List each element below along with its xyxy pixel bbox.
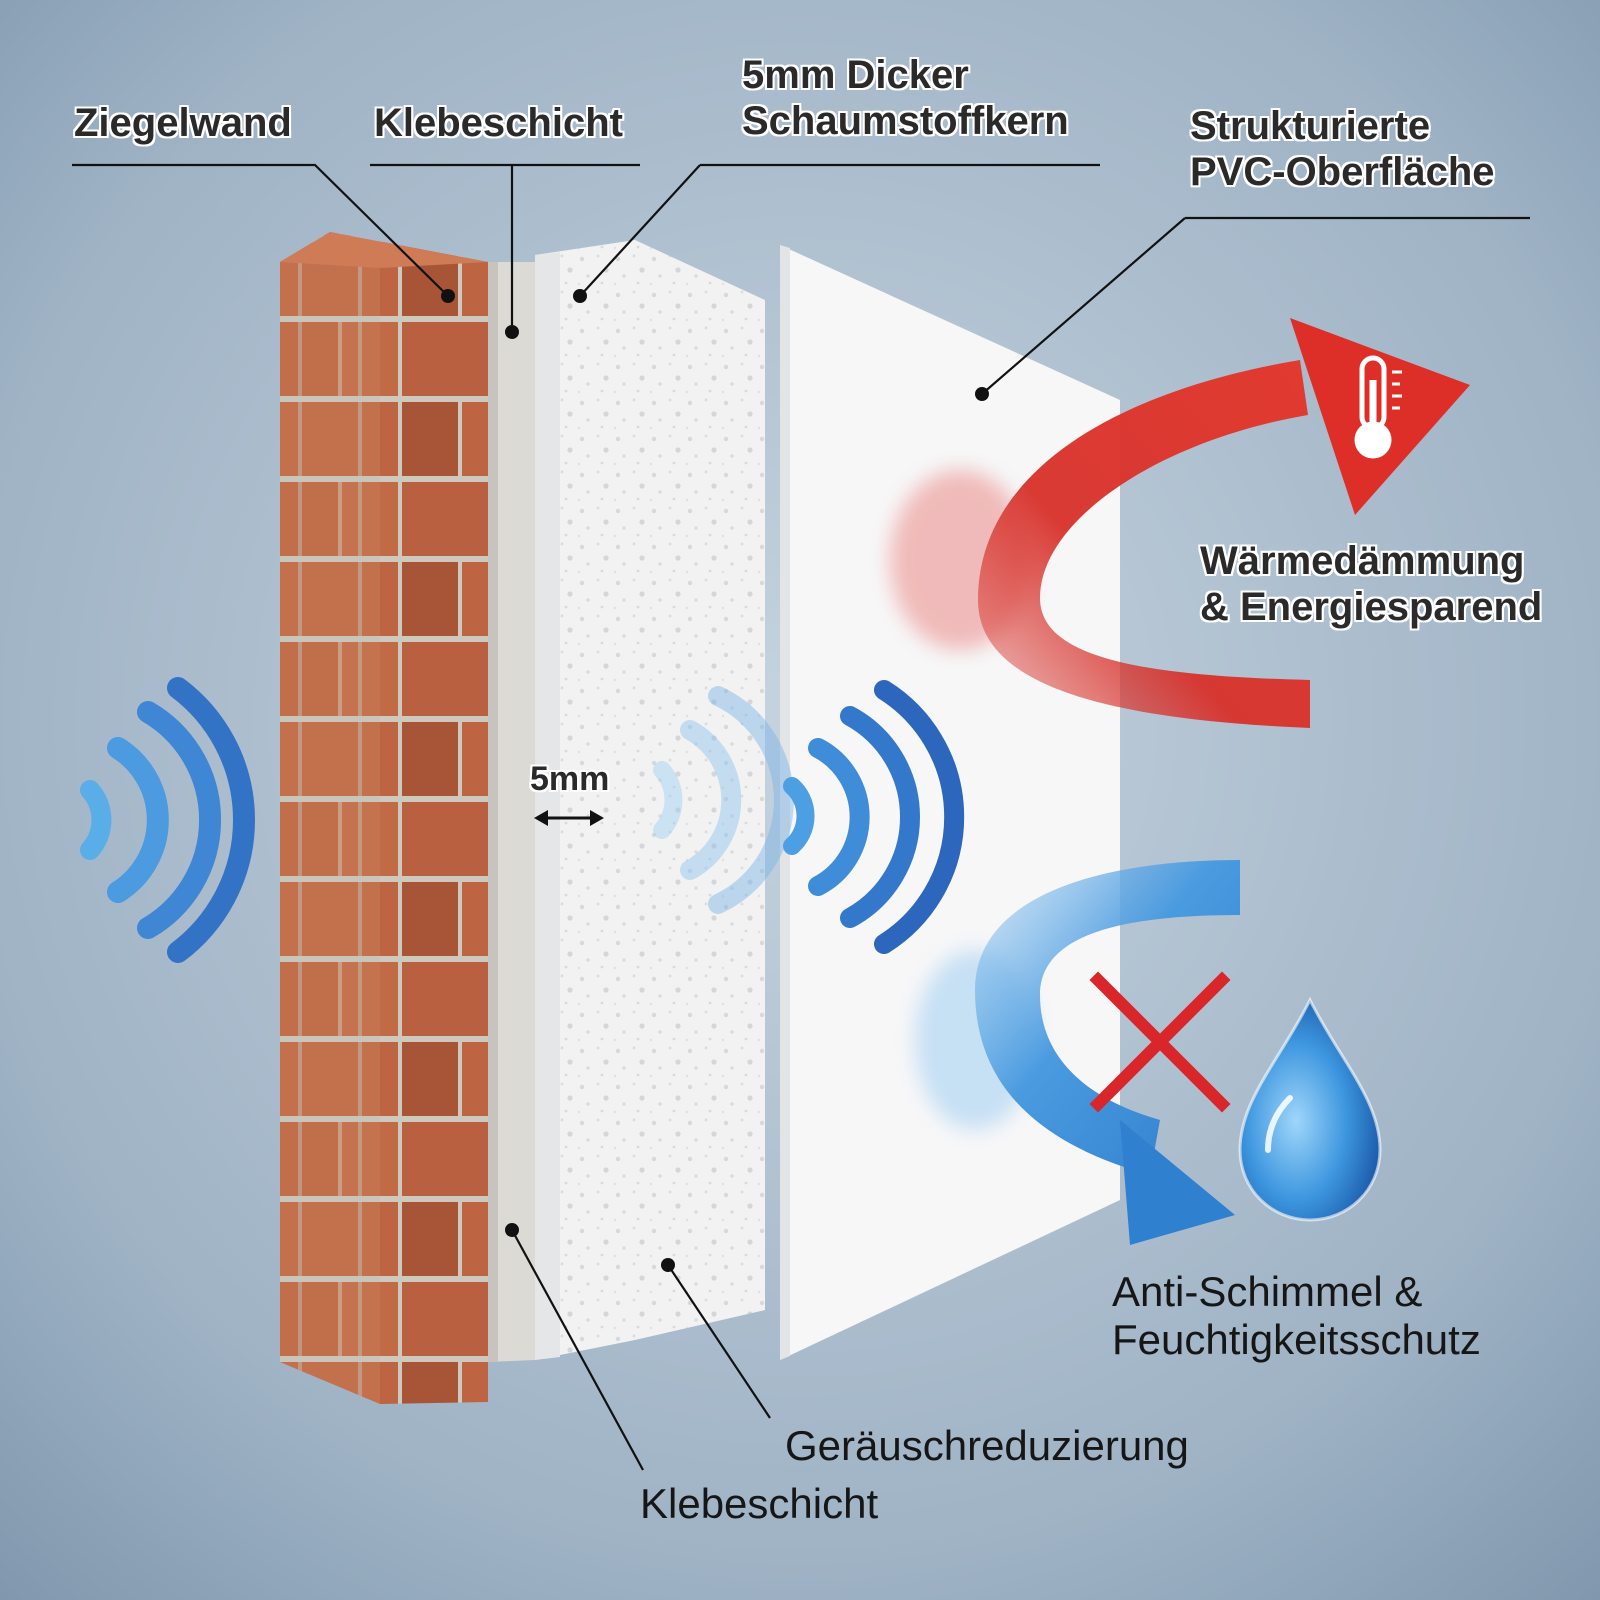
label-pvc-line2: PVC-Oberfläche [1190,150,1495,194]
label-adhesive-bottom: Klebeschicht [640,1480,879,1527]
leader-dot-brick [441,289,455,303]
label-thickness: 5mm [530,760,610,798]
foam-core-panel [535,240,765,1360]
cross-icon [1089,971,1231,1113]
label-thermal: Wärmedämmung & Energiesparend [1200,538,1542,630]
label-adhesive-top: Klebeschicht [374,101,623,145]
sound-wave-icon [80,677,255,963]
thickness-arrow [534,810,604,826]
leader-adhesive-bottom [511,1229,644,1471]
leader-dot-adhesive [505,325,519,339]
label-thermal-line2: & Energiesparend [1200,585,1543,629]
label-thermal-line1: Wärmedämmung [1200,539,1525,583]
label-brick-wall: Ziegelwand [74,101,292,145]
label-mold-line2: Feuchtigkeitsschutz [1112,1316,1481,1364]
leader-dot-pvc [975,387,989,401]
water-drop-icon [1238,996,1382,1222]
leader-dot-foam [573,289,587,303]
label-pvc-line1: Strukturierte [1190,104,1431,148]
sound-wave-faded-icon [653,686,794,914]
label-foam-core-line2: Schaumstoffkern [742,99,1069,143]
leader-lines [72,163,1530,1471]
leader-noise [667,1264,771,1419]
label-mold-line1: Anti-Schimmel & [1112,1268,1423,1315]
leader-brick [72,163,449,297]
water-arrow [915,860,1240,1245]
label-foam-core: 5mm Dicker Schaumstoffkern [742,52,1069,144]
sound-wave-right-icon [783,680,965,954]
brick-wall [280,232,488,1404]
heat-arrow [890,318,1470,728]
label-pvc-surface: Strukturierte PVC-Oberfläche [1190,103,1495,195]
adhesive-layer [488,262,535,1362]
thermometer-icon [1354,355,1402,459]
label-noise-reduction: Geräuschreduzierung [785,1422,1189,1469]
label-foam-core-line1: 5mm Dicker [742,53,969,97]
label-mold-protection: Anti-Schimmel & Feuchtigkeitsschutz [1112,1268,1481,1365]
